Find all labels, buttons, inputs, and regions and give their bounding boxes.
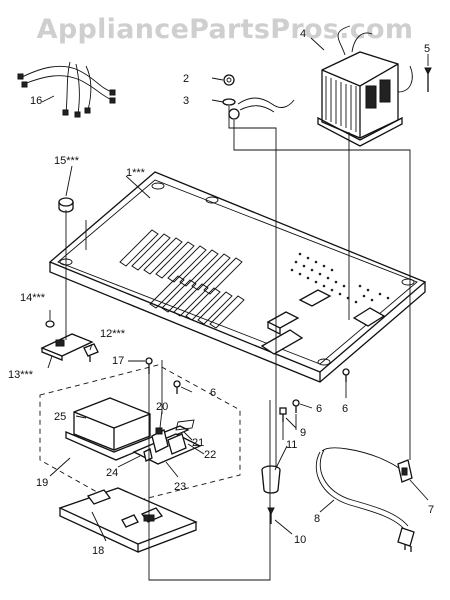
part-switch-bracket — [40, 320, 94, 361]
callout-3: 3 — [183, 95, 189, 107]
callout-7: 7 — [428, 504, 434, 516]
callout-8: 8 — [314, 513, 320, 525]
part-grommet — [58, 197, 74, 213]
callout-6b: 6 — [316, 403, 322, 415]
callout-22: 22 — [204, 449, 216, 461]
part-wire-harness — [17, 61, 116, 118]
part-clip-12 — [83, 343, 99, 362]
callout-17: 17 — [112, 355, 124, 367]
callout-2: 2 — [183, 73, 189, 85]
callout-16: 16 — [30, 95, 42, 107]
callout-10: 10 — [294, 534, 306, 546]
callout-14: 14*** — [20, 292, 46, 304]
callout-24: 24 — [106, 467, 118, 479]
callout-6a: 6 — [210, 387, 216, 399]
callout-11: 11 — [286, 439, 297, 451]
callout-4: 4 — [300, 28, 306, 40]
callout-15: 15*** — [54, 155, 80, 167]
part-strain-relief — [397, 459, 413, 483]
part-foot — [261, 465, 281, 524]
callout-leaders — [41, 37, 429, 542]
reference-lines — [65, 106, 411, 581]
callout-20: 20 — [156, 401, 168, 413]
callout-23: 23 — [174, 481, 186, 493]
callout-1: 1*** — [126, 167, 146, 179]
callout-19: 19 — [36, 477, 48, 489]
part-screw-5 — [424, 67, 432, 92]
part-screws-6 — [173, 368, 350, 413]
part-relay-board — [132, 419, 202, 465]
part-nut-washer — [222, 74, 295, 120]
callout-21: 21 — [192, 437, 204, 449]
part-bottom-tray — [58, 487, 198, 554]
callout-12: 12*** — [100, 328, 126, 340]
callout-5: 5 — [424, 43, 430, 55]
callout-25: 25 — [54, 411, 66, 423]
part-screw-9 — [279, 407, 287, 422]
callout-6c: 6 — [342, 403, 348, 415]
callout-9: 9 — [300, 427, 306, 439]
assembly-box-19 — [39, 364, 241, 506]
part-screw-17 — [145, 357, 153, 374]
part-transformer — [317, 25, 413, 147]
callout-18: 18 — [92, 545, 104, 557]
part-base-plate — [48, 171, 427, 383]
callout-13: 13*** — [8, 369, 34, 381]
